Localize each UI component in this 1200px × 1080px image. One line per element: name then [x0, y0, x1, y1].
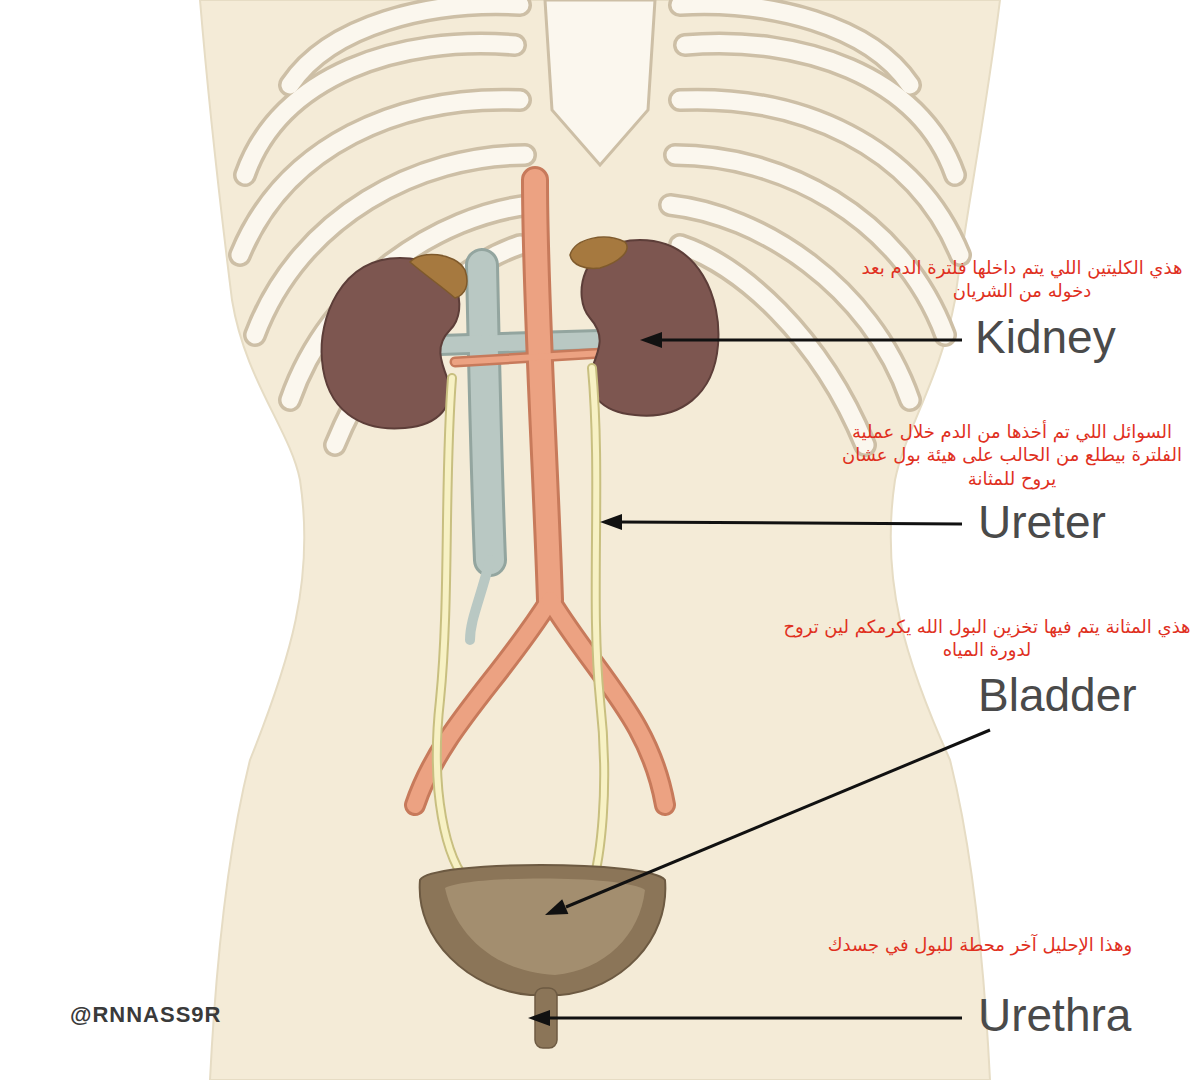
- rib-cage-right: [670, 4, 960, 445]
- part-name: Ureter: [978, 497, 1106, 548]
- bladder: [420, 865, 666, 995]
- bladder-inner: [445, 878, 645, 975]
- annotation-note: وهذا الإحليل آخر محطة للبول في جسدك: [780, 933, 1180, 956]
- part-name: Urethra: [978, 990, 1131, 1041]
- vena-cava: [440, 265, 600, 640]
- part-name: Kidney: [975, 312, 1116, 363]
- ureters: [437, 368, 604, 885]
- adrenal-right: [570, 237, 627, 268]
- torso: [200, 0, 1000, 1080]
- part-name: Bladder: [978, 670, 1137, 721]
- annotation-note: السوائل اللي تم أخذها من الدم خلال عملية…: [832, 420, 1192, 490]
- sternum: [545, 0, 655, 165]
- adrenal-left: [410, 254, 467, 298]
- annotation-note: هذي المثانة يتم فيها تخزين البول الله يك…: [782, 615, 1192, 662]
- watermark: @RNNASS9R: [70, 1003, 221, 1027]
- annotation-note: هذي الكليتين اللي يتم داخلها فلترة الدم …: [852, 256, 1192, 303]
